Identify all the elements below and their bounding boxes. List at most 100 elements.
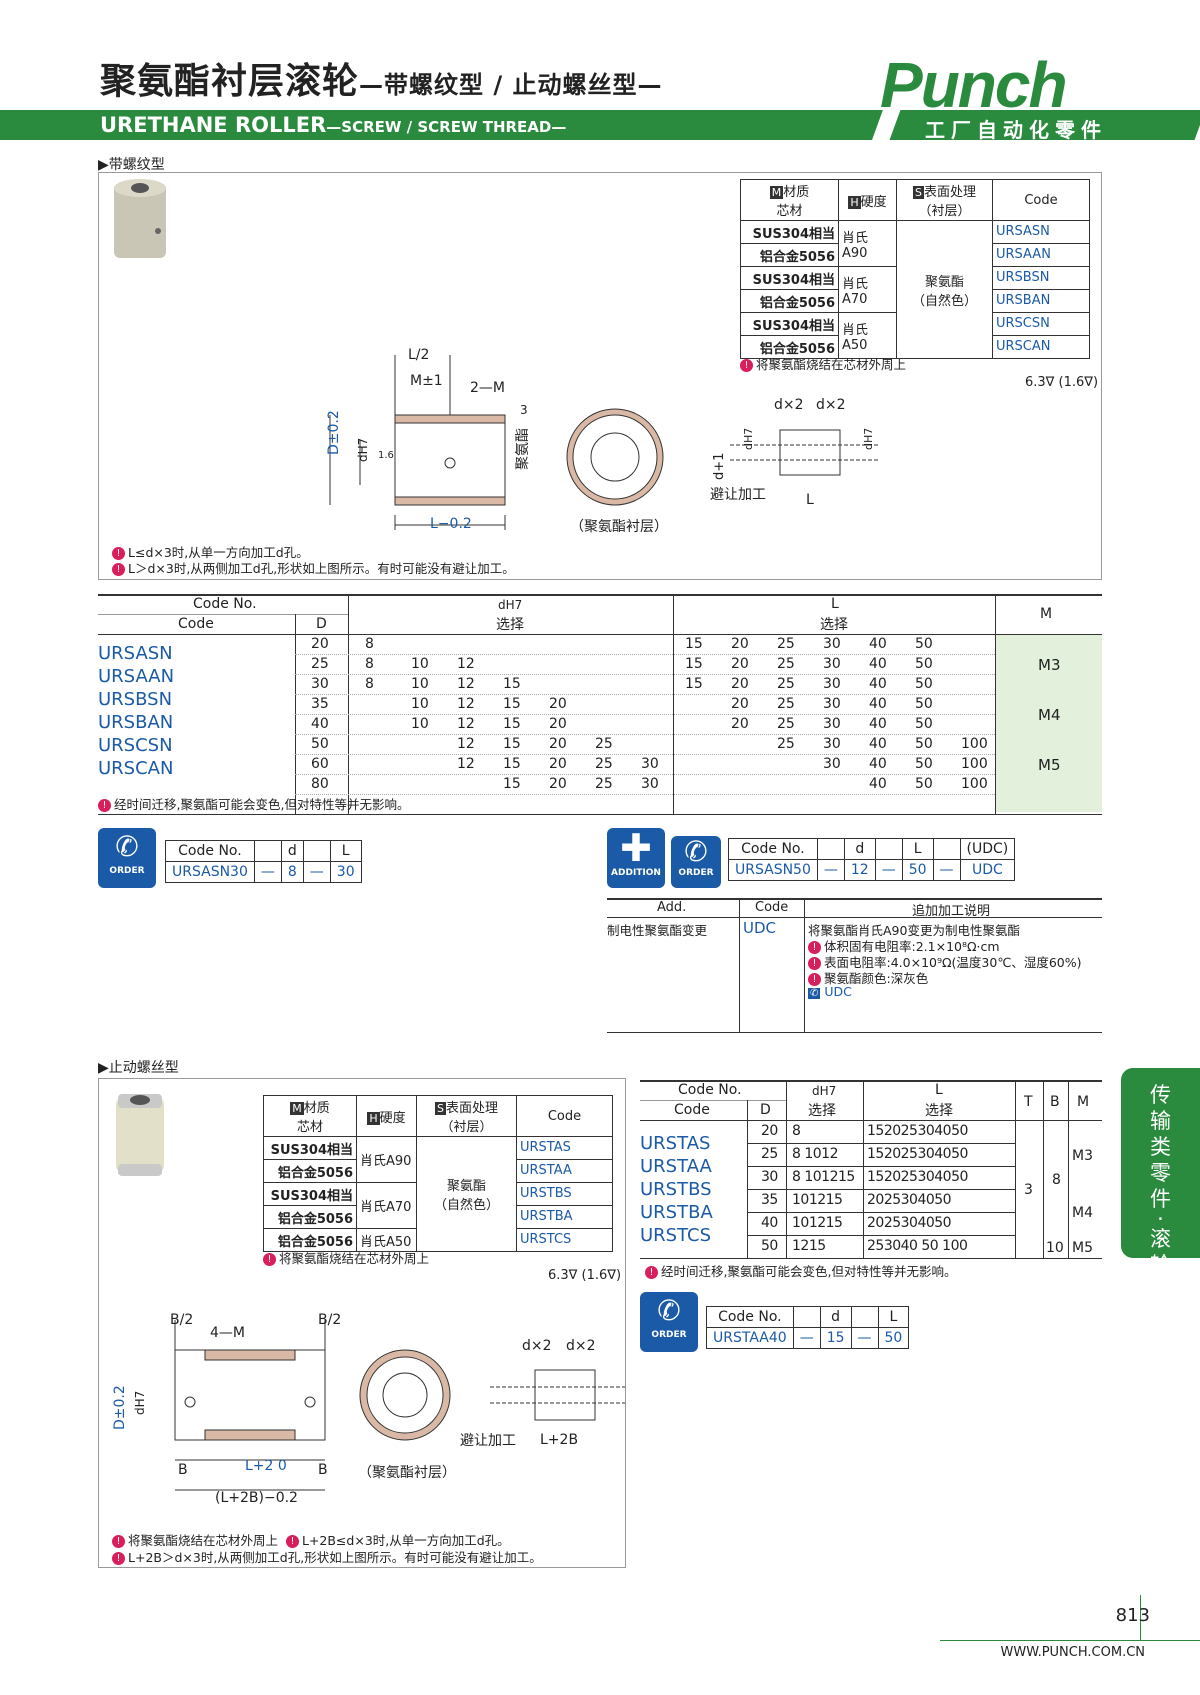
table2-note: !经时间迁移,聚氨酯可能会变色,但对特性等并无影响。 <box>645 1261 956 1280</box>
clearance-label-2: 避让加工 <box>460 1433 516 1449</box>
drawing-setscrew-type <box>174 1320 625 1491</box>
table-cell: 50 <box>915 676 933 692</box>
table-cell: 152025304050 <box>867 1123 968 1139</box>
table1-note: !经时间迁移,聚氨酯可能会变色,但对特性等并无影响。 <box>98 794 409 813</box>
section1-note-2: !L＞d×3时,从两侧加工d孔,形状如上图所示。有时可能没有避让加工。 <box>112 558 515 577</box>
table-cell: 30 <box>761 1169 778 1185</box>
table-cell: 20 <box>731 676 749 692</box>
code-link[interactable]: URSTBS <box>516 1182 613 1206</box>
drawing-screw-type <box>329 355 664 530</box>
table-cell: 30 <box>823 756 841 772</box>
dim-dh7-c: dH7 <box>862 427 875 450</box>
code-link[interactable]: URSAAN <box>98 666 175 687</box>
table-cell: 101215 <box>792 1192 843 1208</box>
code-link[interactable]: URSTAS <box>640 1133 711 1154</box>
code-link[interactable]: URSTAA <box>640 1156 712 1177</box>
table-cell: 30 <box>641 776 659 792</box>
liner-label: （聚氨酯衬层） <box>570 519 668 535</box>
table-cell: 25 <box>595 736 613 752</box>
code-link[interactable]: URSBSN <box>98 689 173 710</box>
table-cell: 12 <box>457 736 475 752</box>
code-link[interactable]: URSBAN <box>992 289 1090 313</box>
table-cell: 20 <box>731 636 749 652</box>
table-cell: 10 <box>411 676 429 692</box>
table-cell: 30 <box>823 736 841 752</box>
table-cell: 40 <box>869 636 887 652</box>
section2-note-2: !L+2B＞d×3时,从两侧加工d孔,形状如上图所示。有时可能没有避让加工。 <box>112 1547 542 1566</box>
website-link[interactable]: WWW.PUNCH.COM.CN <box>1000 1645 1146 1660</box>
dim-d1: d+1 <box>712 452 727 480</box>
code-link[interactable]: URSCAN <box>98 758 174 779</box>
code-link[interactable]: URSTAA <box>516 1159 613 1183</box>
code-link[interactable]: URSCSN <box>992 312 1090 336</box>
table-cell: 80 <box>311 776 329 792</box>
table-cell: 12 <box>457 676 475 692</box>
code-link[interactable]: URSTBS <box>640 1179 712 1200</box>
table-cell: 20 <box>731 656 749 672</box>
product-photo-screw <box>114 179 166 258</box>
dim-dh7: dH7 <box>356 437 370 462</box>
table-cell: 40 <box>761 1215 778 1231</box>
section-heading-setscrew: ▶止动螺丝型 <box>98 1060 179 1076</box>
page-number: 813 <box>1115 1605 1150 1626</box>
section2-note-1: !将聚氨酯烧结在芯材外周上 !L+2B≤d×3时,从单一方向加工d孔。 <box>112 1530 510 1549</box>
code-link[interactable]: URSTCS <box>640 1225 712 1246</box>
order-icon: ✆ORDER <box>671 836 721 888</box>
table-cell: 15 <box>685 636 703 652</box>
order-icon: ✆ORDER <box>98 828 156 888</box>
table-cell: 30 <box>823 656 841 672</box>
dim-b-1: B <box>178 1462 188 1478</box>
code-link[interactable]: URSCSN <box>98 735 173 756</box>
category-side-tab[interactable]: 传输类零件·滚轮 <box>1121 1068 1200 1277</box>
table-cell: 10 <box>411 656 429 672</box>
dim-l-half: L/2 <box>408 347 430 363</box>
table-cell: 12 <box>457 756 475 772</box>
table-cell: 40 <box>869 756 887 772</box>
table-cell: 40 <box>869 736 887 752</box>
code-link[interactable]: URSTBA <box>640 1202 713 1223</box>
code-link[interactable]: URSTBA <box>516 1205 613 1229</box>
brand-tagline: 工厂自动化零件 <box>925 118 1107 142</box>
table-cell: 20 <box>731 696 749 712</box>
footer-divider <box>1140 1595 1141 1640</box>
table-cell: 10 <box>411 696 429 712</box>
product-photo-setscrew <box>116 1094 164 1176</box>
code-link[interactable]: URSBAN <box>98 712 174 733</box>
code-link[interactable]: URSASN <box>98 643 173 664</box>
dim-d: D±0.2 <box>326 410 342 455</box>
dim-l-b: L <box>806 492 814 508</box>
table-cell: 40 <box>869 776 887 792</box>
table-cell: 10 <box>411 716 429 732</box>
table-cell: 60 <box>311 756 329 772</box>
code-link[interactable]: URSASN <box>992 220 1090 244</box>
table-cell: 15 <box>503 736 521 752</box>
table-cell: 1215 <box>792 1238 826 1254</box>
table-cell: 20 <box>761 1123 778 1139</box>
table-cell: 35 <box>761 1192 778 1208</box>
table-cell: 12 <box>457 716 475 732</box>
code-link[interactable]: URSBSN <box>992 266 1090 290</box>
table-cell: 50 <box>915 636 933 652</box>
table-cell: 50 <box>915 776 933 792</box>
code-link[interactable]: URSTCS <box>516 1228 613 1252</box>
table-cell: 35 <box>311 696 329 712</box>
code-link[interactable]: URSTAS <box>516 1136 613 1160</box>
table-cell: 152025304050 <box>867 1169 968 1185</box>
dim-l-2: L+2 0 <box>245 1458 287 1474</box>
dim-l2b: L+2B <box>540 1432 579 1448</box>
code-link[interactable]: URSAAN <box>992 243 1090 267</box>
dim-4m: 4—M <box>210 1325 245 1341</box>
code-link[interactable]: URSCAN <box>992 335 1090 359</box>
table-cell: 40 <box>869 676 887 692</box>
